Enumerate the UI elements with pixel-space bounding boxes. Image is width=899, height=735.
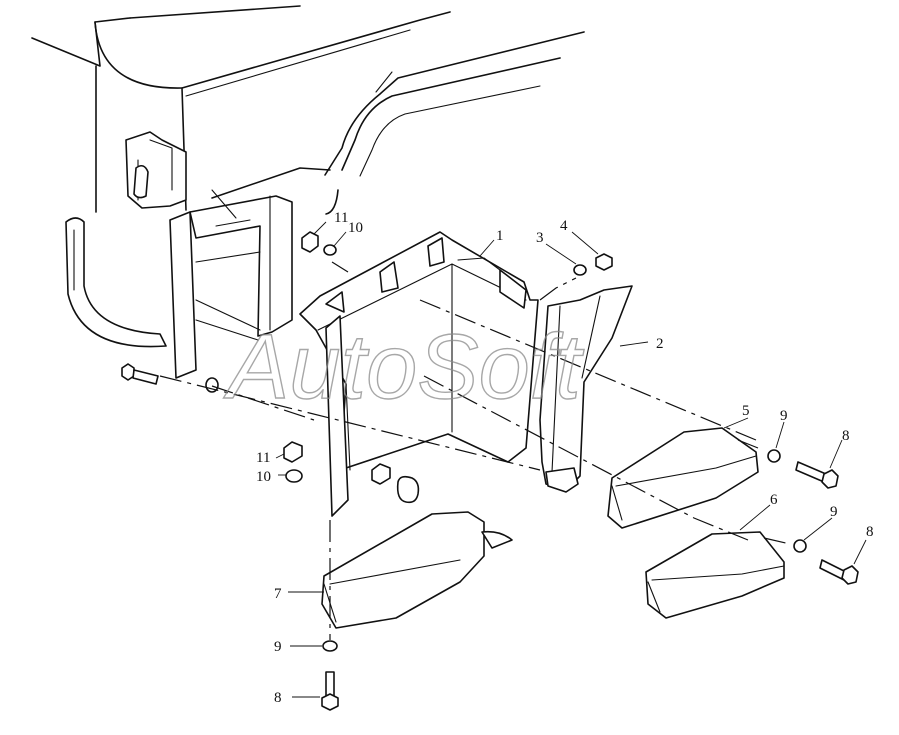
callout-2: 2 bbox=[656, 336, 664, 352]
callout-4: 4 bbox=[560, 218, 568, 234]
cab-bracket bbox=[125, 131, 187, 209]
fasteners-bottom bbox=[321, 640, 339, 711]
callout-8-upper-right: 8 bbox=[842, 428, 850, 444]
callout-11-lower: 11 bbox=[256, 450, 270, 466]
cab-body-outline bbox=[31, 5, 585, 215]
callout-9-lower-right: 9 bbox=[830, 504, 838, 520]
callout-8-bottom: 8 bbox=[274, 690, 282, 706]
mounting-frame bbox=[169, 189, 293, 379]
nut-washer-upper bbox=[301, 231, 337, 256]
fasteners-right bbox=[767, 449, 859, 585]
watermark-logo: AutoSoft bbox=[223, 316, 584, 418]
callout-9-upper-right: 9 bbox=[780, 408, 788, 424]
step-upper-right bbox=[607, 427, 759, 529]
vertical-bracket bbox=[539, 285, 633, 493]
callout-3: 3 bbox=[536, 230, 544, 246]
side-strip bbox=[325, 315, 349, 517]
callout-11-upper: 11 bbox=[334, 210, 348, 226]
callout-5: 5 bbox=[742, 403, 750, 419]
callout-8-lower-right: 8 bbox=[866, 524, 874, 540]
callouts: 1 2 3 4 5 6 7 8 8 8 9 9 9 10 10 11 11 bbox=[256, 210, 874, 706]
callout-6: 6 bbox=[770, 492, 778, 508]
grab-handle bbox=[65, 217, 167, 348]
step-support-plate bbox=[299, 231, 539, 471]
callout-9-bottom: 9 bbox=[274, 639, 282, 655]
callout-10-lower: 10 bbox=[256, 469, 271, 485]
assembly-axes bbox=[159, 261, 791, 640]
step-lower-right bbox=[645, 531, 785, 619]
step-lower-left bbox=[321, 511, 513, 629]
callout-7: 7 bbox=[274, 586, 282, 602]
leader-lines bbox=[275, 221, 867, 698]
nut-pair-right bbox=[573, 253, 613, 276]
callout-10-upper: 10 bbox=[348, 220, 363, 236]
callout-1: 1 bbox=[496, 228, 504, 244]
nut-washer-lower bbox=[283, 441, 420, 504]
